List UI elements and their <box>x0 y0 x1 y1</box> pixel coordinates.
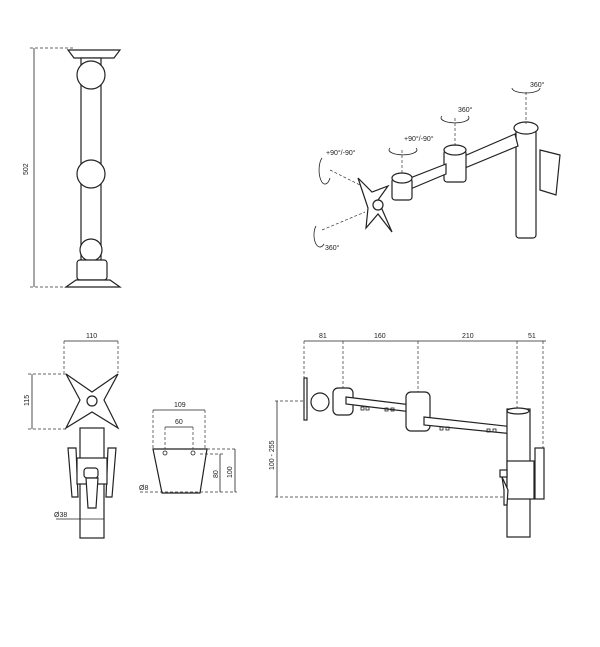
height-range-label: 100 - 255 <box>269 440 276 470</box>
clamp-view: 109 60 80 100 Ø8 <box>139 402 237 494</box>
side-view: 502 <box>23 47 122 288</box>
seg4-label: 51 <box>528 333 536 340</box>
hole-diameter-label: Ø8 <box>139 485 148 492</box>
front-view: 110 115 Ø38 <box>24 333 120 539</box>
iso-view: 360° 360° +90°/-90° +90°/-90° 360° <box>313 81 561 252</box>
tilt-label-arm: +90°/-90° <box>404 135 434 143</box>
seg2-label: 160 <box>374 333 386 340</box>
clamp-width-label: 109 <box>174 402 186 409</box>
clamp-inner-height-label: 80 <box>213 470 220 478</box>
seg3-label: 210 <box>462 333 474 340</box>
front-width-label: 110 <box>86 333 97 340</box>
rotate-label-mid: 360° <box>458 106 473 114</box>
rotate-label-pole: 360° <box>530 81 545 89</box>
top-view: 81 160 210 51 100 - 255 <box>269 333 546 538</box>
side-height-label: 502 <box>23 163 30 175</box>
rotate-label-plate: 360° <box>325 244 340 252</box>
pole-diameter-label: Ø38 <box>54 512 67 519</box>
front-height-label: 115 <box>24 395 31 406</box>
clamp-height-label: 100 <box>227 466 234 478</box>
hole-spacing-label: 60 <box>175 419 183 426</box>
seg1-label: 81 <box>319 333 327 340</box>
tilt-label-plate: +90°/-90° <box>326 149 356 157</box>
